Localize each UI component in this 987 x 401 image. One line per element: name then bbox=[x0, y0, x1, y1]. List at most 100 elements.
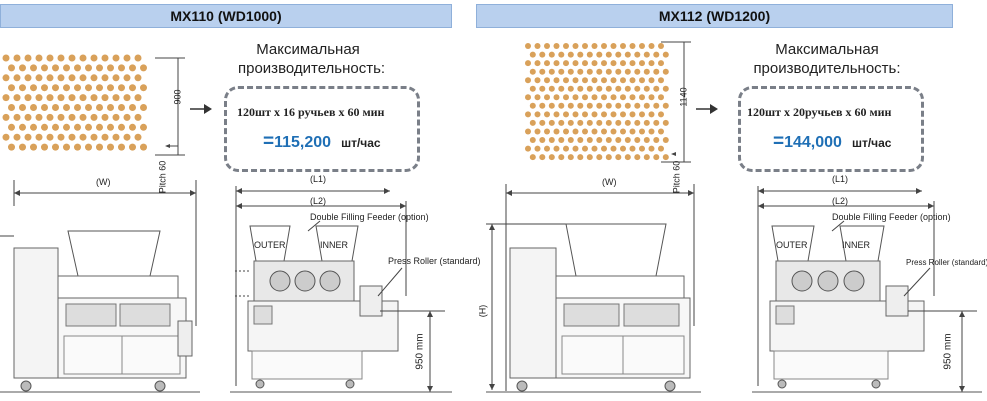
capacity-formula: 120шт x 16 ручьев x 60 мин bbox=[237, 105, 385, 119]
dough-dot bbox=[586, 85, 593, 92]
l2-label: (L2) bbox=[832, 196, 849, 206]
dough-dot bbox=[639, 145, 645, 152]
dough-dot bbox=[553, 60, 560, 67]
dough-dot bbox=[615, 137, 622, 143]
dough-dot bbox=[563, 60, 569, 67]
dough-dot bbox=[134, 74, 142, 82]
dough-dot bbox=[534, 145, 541, 152]
machine-side-view bbox=[486, 184, 701, 393]
dough-dot bbox=[662, 68, 669, 75]
dough-dot bbox=[558, 51, 565, 58]
dough-dot bbox=[96, 143, 103, 151]
dough-dot bbox=[525, 94, 531, 101]
dough-dot bbox=[19, 104, 26, 111]
dough-dot bbox=[620, 111, 626, 118]
dough-dot bbox=[63, 104, 70, 111]
dough-dot bbox=[2, 113, 10, 121]
dough-dot bbox=[662, 51, 669, 58]
dough-dot bbox=[629, 77, 636, 84]
dough-dot bbox=[639, 77, 645, 84]
dough-dot bbox=[539, 85, 546, 92]
dough-dot bbox=[90, 113, 98, 121]
dough-dot bbox=[658, 77, 664, 84]
dough-dot bbox=[615, 154, 622, 161]
dough-dot bbox=[591, 145, 598, 152]
dough-dot bbox=[572, 60, 579, 67]
dough-dot bbox=[74, 84, 81, 92]
outer-label: OUTER bbox=[254, 240, 286, 250]
dough-dot bbox=[553, 43, 560, 49]
dough-dot bbox=[46, 133, 54, 141]
dough-dot bbox=[539, 102, 546, 109]
dough-dot bbox=[79, 133, 87, 141]
dough-dot bbox=[658, 94, 664, 101]
dough-dot bbox=[601, 128, 607, 135]
capacity-title-line2: производительность: bbox=[238, 60, 386, 77]
dough-dot bbox=[615, 51, 622, 58]
dough-dot bbox=[596, 51, 603, 58]
dough-dot bbox=[634, 102, 641, 109]
machine-front-view bbox=[230, 186, 452, 393]
dough-dot bbox=[74, 143, 81, 151]
dough-dot bbox=[634, 154, 641, 161]
dough-dot bbox=[596, 154, 603, 161]
inner-label: INNER bbox=[320, 240, 349, 250]
dough-dot bbox=[601, 60, 607, 67]
dough-dot bbox=[553, 128, 560, 135]
dough-dot bbox=[596, 119, 603, 126]
dough-dot bbox=[8, 104, 15, 111]
dough-dot bbox=[539, 119, 546, 126]
dough-dot bbox=[620, 145, 626, 152]
dough-dot bbox=[639, 128, 645, 135]
dough-dot bbox=[662, 102, 669, 109]
dough-dot bbox=[639, 94, 645, 101]
dough-dot bbox=[134, 54, 142, 62]
dough-dot bbox=[620, 60, 626, 67]
dough-dot bbox=[648, 111, 655, 118]
dough-dot bbox=[529, 102, 536, 109]
dough-dot bbox=[610, 94, 617, 101]
dough-dot bbox=[123, 133, 131, 141]
dough-dot bbox=[634, 119, 641, 126]
dough-dot bbox=[563, 145, 569, 152]
dough-dot bbox=[68, 133, 76, 141]
dough-dot bbox=[605, 119, 612, 126]
dough-dot bbox=[643, 154, 650, 161]
dough-dot bbox=[548, 137, 555, 143]
dough-dot bbox=[643, 85, 650, 92]
dough-dot bbox=[79, 94, 87, 102]
dough-dot bbox=[534, 60, 541, 67]
dough-dot bbox=[52, 64, 59, 72]
dough-dot bbox=[558, 154, 565, 161]
dough-dot bbox=[577, 137, 584, 143]
dough-dot bbox=[52, 104, 59, 111]
dough-dot bbox=[63, 84, 70, 92]
dough-dot bbox=[572, 111, 579, 118]
dough-dot bbox=[90, 94, 98, 102]
dough-dot bbox=[586, 102, 593, 109]
dough-dot bbox=[658, 111, 664, 118]
dough-dot bbox=[653, 68, 660, 75]
dough-dot bbox=[639, 43, 645, 49]
dough-dot bbox=[643, 119, 650, 126]
dough-dot bbox=[610, 111, 617, 118]
panel-mx112: MX112 (WD1200) 1140 Pitch 60 Максимальна… bbox=[476, 0, 987, 401]
dough-dot bbox=[544, 77, 550, 84]
dough-dot bbox=[658, 128, 664, 135]
panel-mx110: MX110 (WD1000) 900 Pitch 60 Максимальная… bbox=[0, 0, 481, 401]
dough-dot bbox=[68, 113, 76, 121]
dough-dot bbox=[529, 137, 536, 143]
model-header: MX112 (WD1200) bbox=[476, 4, 953, 28]
dough-dot bbox=[534, 111, 541, 118]
dough-dot bbox=[129, 123, 136, 131]
dough-dot bbox=[572, 43, 579, 49]
dough-dot bbox=[572, 128, 579, 135]
dough-dot bbox=[610, 145, 617, 152]
result-unit: шт/час bbox=[851, 136, 892, 150]
dough-dot bbox=[63, 143, 70, 151]
dough-dot bbox=[13, 133, 21, 141]
roller-label: Press Roller (standard) bbox=[388, 256, 481, 266]
dough-dot bbox=[8, 143, 15, 151]
dough-dot bbox=[8, 84, 15, 92]
dough-dot bbox=[96, 123, 103, 131]
